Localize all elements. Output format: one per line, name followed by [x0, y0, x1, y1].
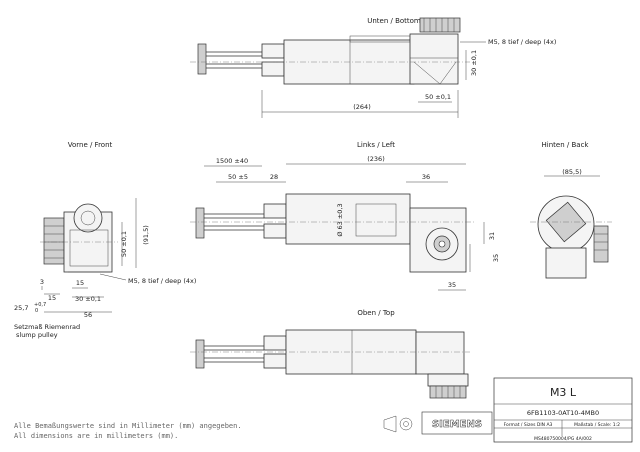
units-note-de: Alle Bemaßungswerte sind in Millimeter (… — [14, 422, 242, 430]
gearbox — [409, 33, 459, 85]
cable-gland — [261, 43, 285, 59]
dim-30-bottom: 30 ±0,1 — [470, 50, 478, 76]
cable-gland — [261, 61, 285, 77]
title-block: M3 L 6FB1103-0AT10-4MB0 Format / Sizes D… — [383, 377, 633, 443]
left-view-title: Links / Left — [357, 141, 395, 149]
dim-30-front: 30 ±0,1 — [75, 295, 101, 303]
dim-91-5: (91,5) — [142, 225, 150, 245]
front-view: Vorne / Front (91,5) 50 ±0,1 M5, 8 tief … — [14, 141, 196, 339]
pulley — [43, 217, 65, 265]
dim-25-7: 25,7 — [14, 304, 28, 312]
dim-1500: 1500 ±40 — [216, 157, 248, 165]
brand-logo: SIEMENS — [432, 419, 482, 430]
dim-50-front: 50 ±0,1 — [120, 231, 128, 257]
document-number: MS480750004/PG 4A/002 — [534, 436, 592, 442]
product-name: M3 L — [550, 386, 577, 399]
dim-15-b: 15 — [76, 279, 84, 287]
dim-50-left: 50 ±5 — [228, 173, 248, 181]
gearbox — [545, 247, 587, 279]
dim-15-a: 15 — [48, 294, 56, 302]
front-view-title: Vorne / Front — [68, 141, 113, 149]
cable-gland — [263, 335, 287, 351]
pulley — [593, 225, 609, 263]
connector — [195, 207, 205, 239]
bottom-view-title: Unten / Bottom — [367, 17, 421, 25]
connector — [197, 43, 207, 75]
dim-31: 31 — [488, 232, 496, 240]
back-view-title: Hinten / Back — [542, 141, 590, 149]
cable-gland — [263, 223, 287, 239]
pulley-note-en: slump pulley — [16, 331, 58, 339]
dim-3: 3 — [40, 278, 44, 286]
dim-diameter-63: Ø 63 ±0,3 — [336, 203, 344, 236]
cable-gland — [263, 353, 287, 369]
dim-264: (264) — [353, 103, 370, 111]
back-view: Hinten / Back (85,5) — [530, 141, 612, 279]
projection-symbol — [383, 415, 413, 433]
scale-label: Maßstab / Scale: 1:2 — [574, 422, 620, 428]
tol-plus: +0,7 — [34, 302, 46, 308]
dim-28: 28 — [270, 173, 278, 181]
gearbox — [415, 331, 465, 375]
dim-35-horizontal: 35 — [448, 281, 456, 289]
dim-50-bottom: 50 ±0,1 — [425, 93, 451, 101]
motor-housing — [285, 193, 411, 245]
dim-56: 56 — [84, 311, 92, 319]
top-view-title: Oben / Top — [357, 309, 395, 317]
motor-housing — [285, 329, 417, 375]
pulley-note-de: Setzmaß Riemenrad — [14, 323, 80, 331]
cable-gland — [263, 203, 287, 219]
part-number: 6FB1103-0AT10-4MB0 — [527, 409, 599, 417]
left-view: Links / Left (236) 1500 ±40 50 ±5 28 36 … — [190, 141, 500, 291]
tol-zero: 0 — [35, 308, 38, 314]
dim-36: 36 — [422, 173, 430, 181]
connector — [195, 339, 205, 369]
dim-236: (236) — [367, 155, 384, 163]
dim-35-vertical: 35 — [492, 254, 500, 262]
thread-note-front: M5, 8 tief / deep (4x) — [128, 277, 196, 285]
units-note-en: All dimensions are in millimeters (mm). — [14, 432, 178, 440]
top-view: Oben / Top — [190, 309, 470, 399]
bottom-view: Unten / Bottom (264) 50 ±0,1 — [190, 17, 556, 118]
dim-85-5: (85,5) — [562, 168, 582, 176]
thread-note-bottom: M5, 8 tief / deep (4x) — [488, 38, 556, 46]
format-label: Format / Sizes DIN A3 — [504, 422, 553, 428]
